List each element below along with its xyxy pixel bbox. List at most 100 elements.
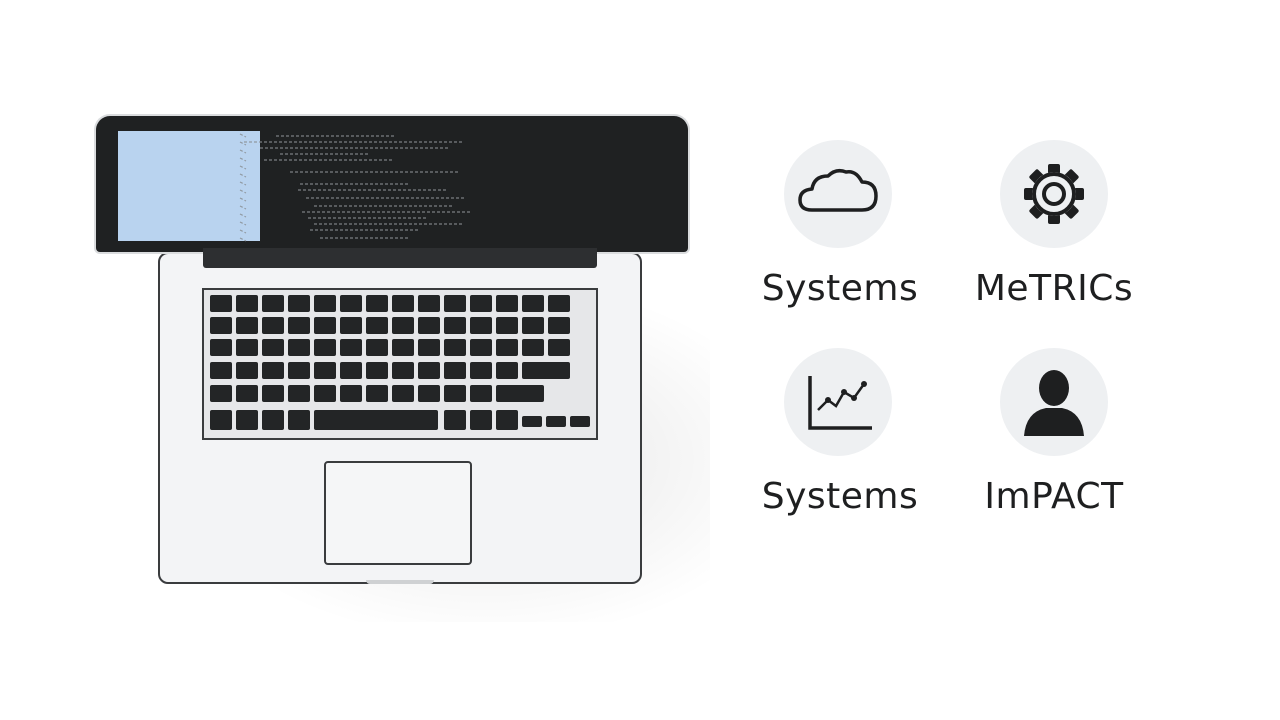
keyboard-key: [210, 317, 232, 334]
cloud-icon: [798, 168, 878, 212]
keyboard-key: [392, 362, 414, 379]
person-icon: [1024, 370, 1084, 436]
keyboard-key: [496, 385, 544, 402]
keyboard-key: [418, 295, 440, 312]
keyboard-key: [470, 385, 492, 402]
code-line: [239, 141, 247, 146]
keyboard-key: [522, 339, 544, 356]
keyboard: [202, 288, 598, 440]
keyboard-key: [444, 317, 466, 334]
laptop-hinge: [203, 248, 597, 268]
code-line: [239, 197, 247, 202]
line-chart-icon-badge: [784, 348, 892, 456]
code-line: [239, 221, 247, 226]
keyboard-key: [470, 410, 492, 430]
code-line: [239, 229, 247, 234]
keyboard-key: [496, 339, 518, 356]
keyboard-key: [522, 362, 570, 379]
keyboard-key: [288, 339, 310, 356]
keyboard-key: [444, 295, 466, 312]
keyboard-key: [340, 295, 362, 312]
keyboard-key: [470, 317, 492, 334]
keyboard-key: [418, 362, 440, 379]
space-bar: [314, 410, 438, 430]
code-line: [239, 205, 247, 210]
keyboard-key: [392, 385, 414, 402]
keyboard-key: [288, 362, 310, 379]
keyboard-key: [236, 362, 258, 379]
keyboard-key: [314, 362, 336, 379]
keyboard-key: [314, 317, 336, 334]
keyboard-key: [340, 317, 362, 334]
keyboard-key: [444, 339, 466, 356]
keyboard-key: [470, 339, 492, 356]
keyboard-key: [288, 317, 310, 334]
code-line: [239, 213, 247, 218]
keyboard-key: [496, 317, 518, 334]
keyboard-key: [314, 385, 336, 402]
keyboard-key: [366, 339, 388, 356]
keyboard-key: [262, 295, 284, 312]
person-icon-badge: [1000, 348, 1108, 456]
feature-label-metrics: MeTRICs: [974, 268, 1134, 309]
gear-body: [1032, 172, 1076, 216]
code-line: [239, 237, 247, 242]
keyboard-key: [444, 385, 466, 402]
keyboard-key: [210, 362, 232, 379]
keyboard-key: [210, 339, 232, 356]
keyboard-key: [366, 317, 388, 334]
keyboard-key: [392, 295, 414, 312]
keyboard-key: [522, 317, 544, 334]
code-line: [239, 173, 247, 178]
keyboard-key: [522, 416, 542, 427]
feature-label-systems-1: Systems: [761, 268, 919, 309]
line-chart-icon: [808, 376, 872, 430]
feature-label-systems-2: Systems: [761, 476, 919, 517]
keyboard-key: [236, 317, 258, 334]
keyboard-key: [288, 295, 310, 312]
keyboard-key: [340, 385, 362, 402]
keyboard-key: [418, 385, 440, 402]
keyboard-key: [210, 295, 232, 312]
keyboard-key: [496, 295, 518, 312]
code-line: [239, 189, 247, 194]
keyboard-key: [262, 410, 284, 430]
gear-icon-badge: [1000, 140, 1108, 248]
keyboard-key: [392, 317, 414, 334]
feature-label-impact: ImPACT: [984, 476, 1124, 517]
keyboard-key: [288, 385, 310, 402]
keyboard-key: [236, 339, 258, 356]
keyboard-key: [392, 339, 414, 356]
keyboard-key: [548, 339, 570, 356]
keyboard-key: [210, 385, 232, 402]
keyboard-key: [262, 317, 284, 334]
cloud-icon-badge: [784, 140, 892, 248]
keyboard-key: [444, 410, 466, 430]
keyboard-key: [366, 295, 388, 312]
laptop-notch: [366, 580, 434, 584]
keyboard-key: [366, 362, 388, 379]
keyboard-key: [366, 385, 388, 402]
screen-code-lines: [239, 133, 472, 242]
keyboard-key: [470, 362, 492, 379]
keyboard-key: [418, 317, 440, 334]
keyboard-key: [548, 295, 570, 312]
keyboard-key: [444, 362, 466, 379]
keyboard-key: [548, 317, 570, 334]
gear-icon: [1024, 164, 1084, 224]
screen-side-panel: [118, 131, 260, 241]
keyboard-key: [236, 295, 258, 312]
keyboard-key: [262, 385, 284, 402]
keyboard-key: [262, 339, 284, 356]
code-line: [239, 157, 247, 162]
keyboard-key: [288, 410, 310, 430]
keyboard-key: [546, 416, 566, 427]
keyboard-key: [236, 385, 258, 402]
code-line: [239, 149, 247, 154]
keyboard-key: [314, 295, 336, 312]
keyboard-key: [210, 410, 232, 430]
keyboard-key: [522, 295, 544, 312]
code-line: [239, 165, 247, 170]
keyboard-key: [340, 362, 362, 379]
